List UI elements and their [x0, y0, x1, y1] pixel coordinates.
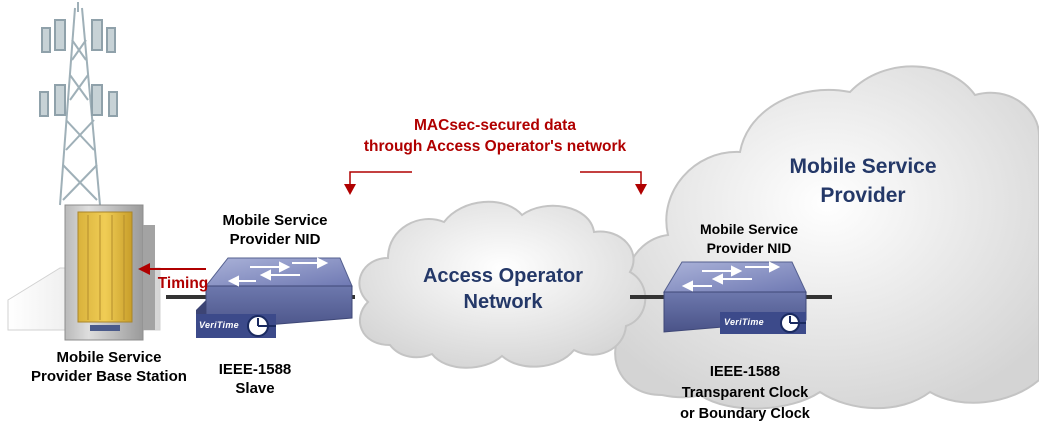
timing-label: Timing — [157, 275, 209, 292]
right-veritime-logo: VeriTime — [724, 317, 764, 327]
access-operator-cloud — [358, 200, 647, 369]
right-nid-label-line2: Provider NID — [706, 240, 792, 256]
left-veritime-logo: VeriTime — [199, 320, 239, 330]
timing-arrow — [138, 263, 206, 275]
macsec-right-arrow — [580, 171, 647, 195]
slave-label-line2: Slave — [235, 380, 275, 397]
base-station-cabinet-icon — [64, 204, 155, 341]
left-nid-switch-icon — [196, 257, 353, 338]
provider-cloud-label-line2: Provider — [820, 184, 906, 207]
base-station-label-line1: Mobile Service — [56, 349, 162, 366]
right-nid-switch-icon — [663, 261, 807, 334]
cell-tower-icon — [39, 2, 118, 206]
clock-label: IEEE-1588 Transparent Clock or Boundary … — [660, 362, 830, 425]
macsec-left-arrow — [344, 171, 412, 195]
right-nid-label: Mobile Service Provider NID — [674, 220, 824, 258]
provider-cloud-label: Mobile Service Provider — [748, 152, 978, 210]
base-station-label: Mobile Service Provider Base Station — [14, 348, 204, 386]
right-nid-label-line1: Mobile Service — [699, 221, 799, 237]
slave-label-line1: IEEE-1588 — [218, 361, 292, 378]
access-operator-label-line2: Network — [463, 291, 543, 313]
slave-label: IEEE-1588 Slave — [200, 360, 310, 398]
access-operator-label: Access Operator Network — [388, 263, 618, 315]
macsec-caption-line2: through Access Operator's network — [363, 138, 627, 155]
access-operator-label-line1: Access Operator — [422, 265, 584, 287]
provider-cloud-label-line1: Mobile Service — [789, 155, 937, 178]
clock-label-line1: IEEE-1588 — [709, 364, 781, 380]
left-nid-label: Mobile Service Provider NID — [200, 211, 350, 249]
left-nid-label-line1: Mobile Service — [222, 212, 328, 229]
macsec-caption-line1: MACsec-secured data — [414, 117, 576, 134]
clock-label-line3: or Boundary Clock — [680, 406, 810, 422]
macsec-caption: MACsec-secured data through Access Opera… — [330, 115, 660, 157]
clock-label-line2: Transparent Clock — [681, 385, 809, 401]
base-station-label-line2: Provider Base Station — [31, 368, 187, 385]
left-nid-label-line2: Provider NID — [229, 231, 321, 248]
